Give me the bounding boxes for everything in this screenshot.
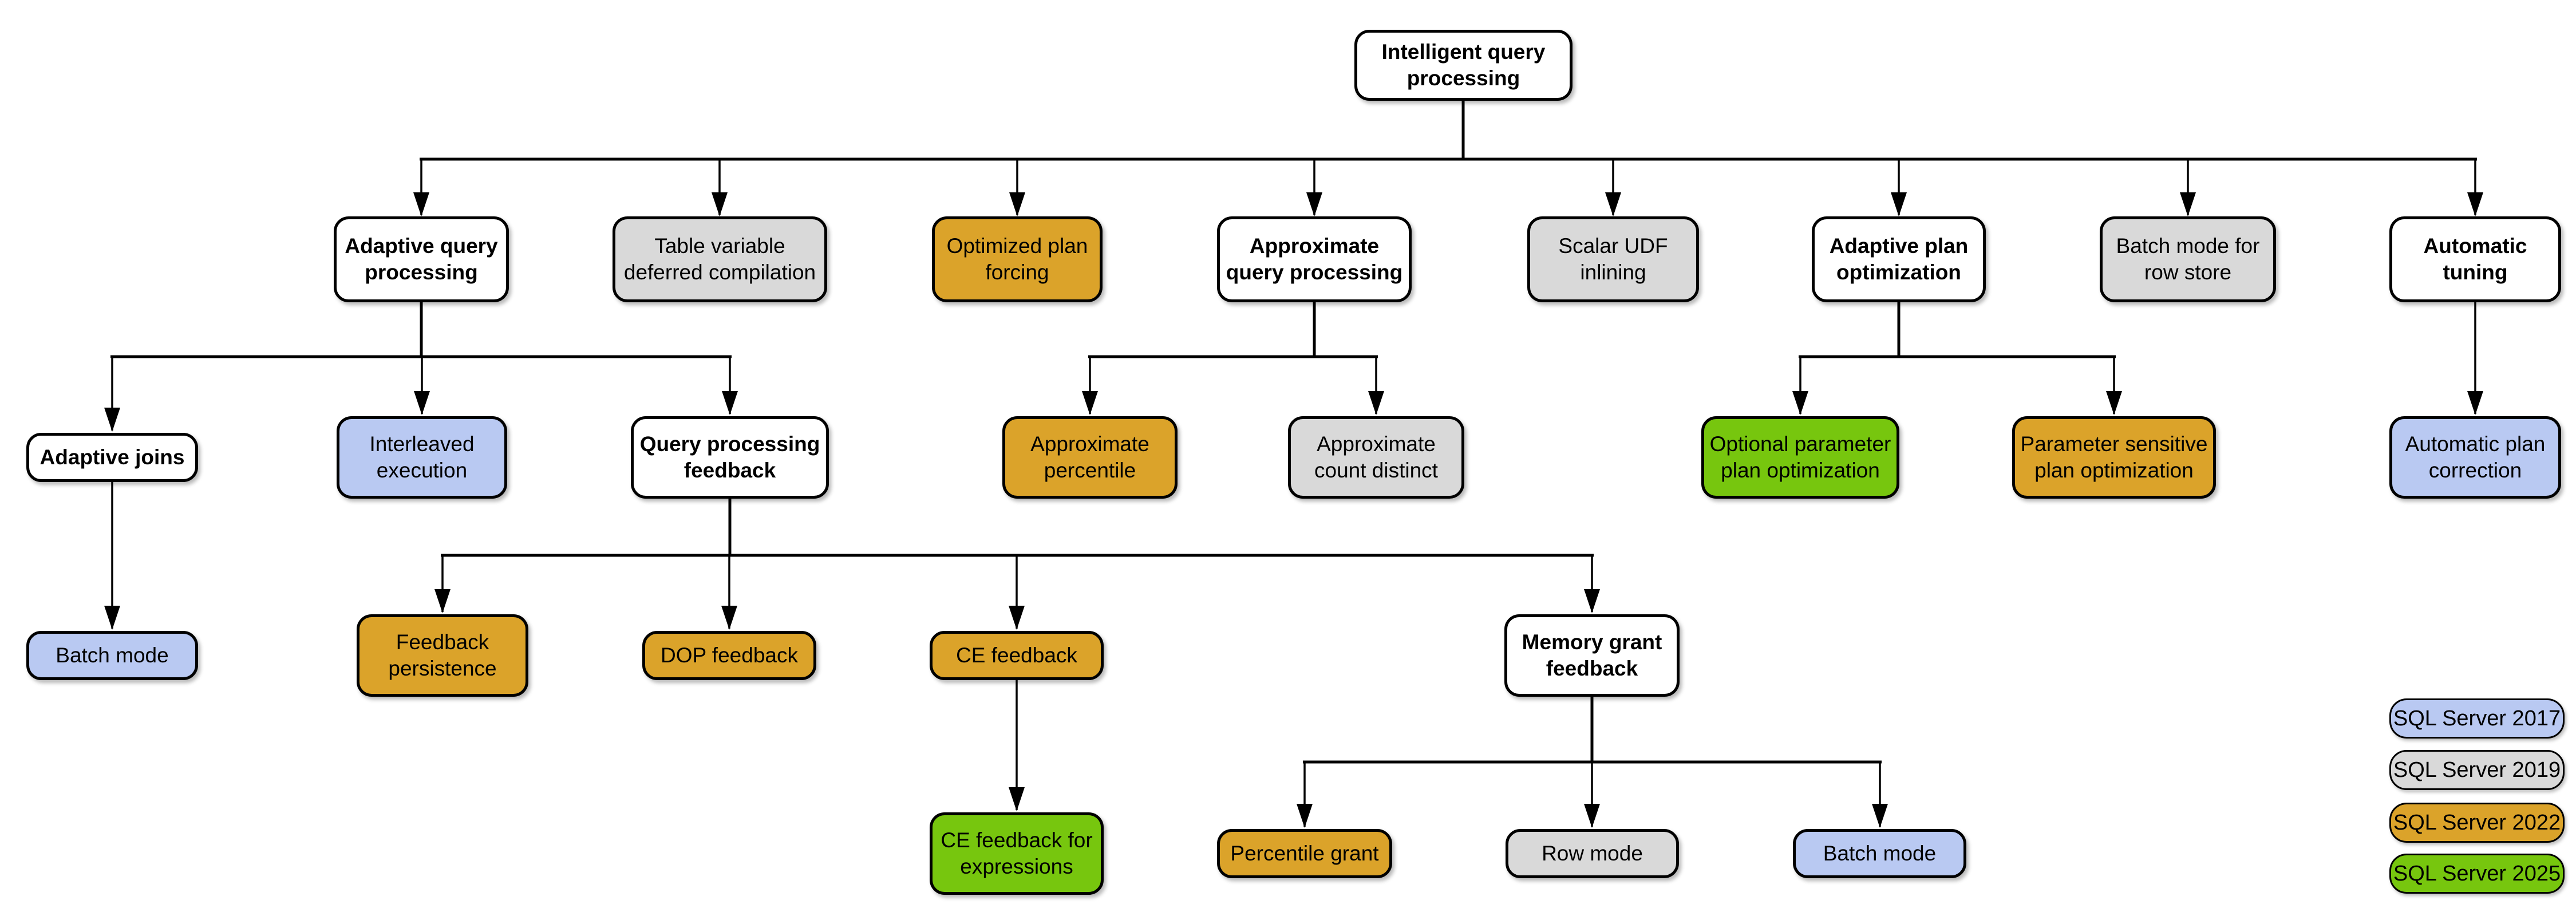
- node-optimized-plan-forcing: Optimized plan forcing: [932, 216, 1103, 302]
- node-parameter-sensitive-plan-optimization: Parameter sensitive plan optimization: [2012, 416, 2216, 499]
- node-ce-feedback: CE feedback: [930, 631, 1104, 680]
- node-percentile-grant: Percentile grant: [1217, 829, 1392, 878]
- node-interleaved-execution: Interleaved execution: [337, 416, 507, 499]
- node-dop-feedback: DOP feedback: [642, 631, 816, 680]
- node-approximate-count-distinct: Approximate count distinct: [1288, 416, 1464, 499]
- node-memory-grant-feedback: Memory grant feedback: [1504, 614, 1680, 697]
- node-batch-mode-for-row-store: Batch mode for row store: [2100, 216, 2276, 302]
- node-intelligent-query-processing: Intelligent query processing: [1354, 30, 1573, 101]
- node-adaptive-query-processing: Adaptive query processing: [334, 216, 509, 302]
- legend-sql-server-2017: SQL Server 2017: [2389, 698, 2565, 739]
- node-batch-mode-memory-grant: Batch mode: [1793, 829, 1966, 878]
- node-batch-mode-adaptive-joins: Batch mode: [26, 631, 198, 680]
- node-row-mode: Row mode: [1506, 829, 1679, 878]
- legend-sql-server-2022: SQL Server 2022: [2389, 803, 2565, 843]
- node-optional-parameter-plan-optimization: Optional parameter plan optimization: [1701, 416, 1899, 499]
- node-scalar-udf-inlining: Scalar UDF inlining: [1527, 216, 1699, 302]
- node-approximate-query-processing: Approximate query processing: [1217, 216, 1412, 302]
- legend-sql-server-2025: SQL Server 2025: [2389, 854, 2565, 894]
- node-feedback-persistence: Feedback persistence: [357, 614, 528, 697]
- node-automatic-tuning: Automatic tuning: [2389, 216, 2561, 302]
- legend-sql-server-2019: SQL Server 2019: [2389, 750, 2565, 790]
- node-automatic-plan-correction: Automatic plan correction: [2389, 416, 2561, 499]
- node-approximate-percentile: Approximate percentile: [1002, 416, 1178, 499]
- node-table-variable-deferred-compilation: Table variable deferred compilation: [613, 216, 827, 302]
- node-adaptive-plan-optimization: Adaptive plan optimization: [1812, 216, 1986, 302]
- node-ce-feedback-for-expressions: CE feedback for expressions: [930, 812, 1104, 895]
- node-query-processing-feedback: Query processing feedback: [631, 416, 829, 499]
- node-adaptive-joins: Adaptive joins: [26, 433, 198, 482]
